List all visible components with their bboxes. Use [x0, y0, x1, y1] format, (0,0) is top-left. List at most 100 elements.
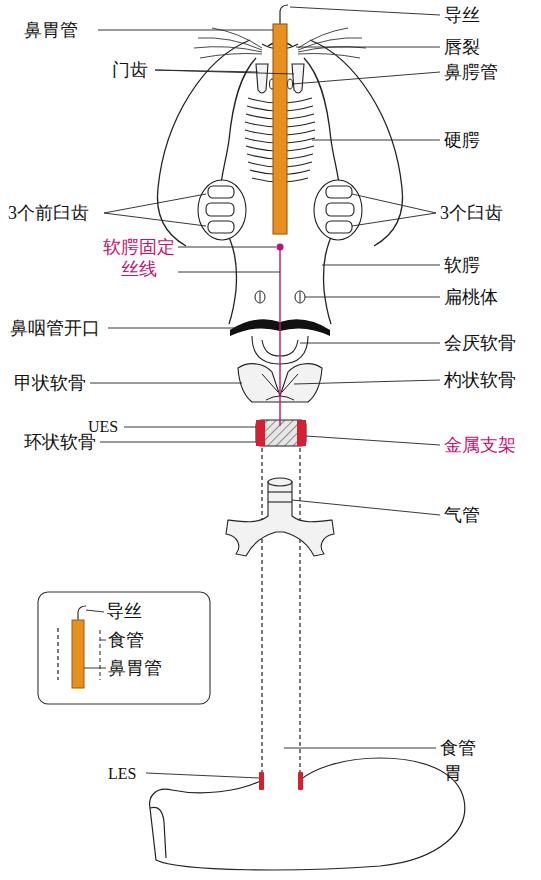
part-label: 导丝 [444, 4, 480, 26]
leader-lines-shape [300, 343, 440, 344]
leader-lines-shape [100, 442, 256, 443]
molars-shape [208, 186, 234, 198]
legend-box-shape [100, 630, 101, 680]
whiskers-shape [194, 47, 262, 52]
leader-lines-shape [296, 47, 440, 48]
whiskers-shape [212, 28, 262, 48]
les-marks-shape [298, 772, 303, 790]
leader-lines-shape [306, 436, 440, 445]
esophagus-outline-shape [261, 448, 262, 772]
nasogastric-tube-shape [280, 5, 288, 26]
molars-shape [326, 221, 352, 233]
part-label: 会厌软骨 [444, 332, 516, 354]
part-label: 软腭固定 丝线 [100, 236, 178, 280]
leader-lines-shape [178, 272, 280, 273]
legend-label: 导丝 [106, 600, 142, 622]
part-label: 硬腭 [444, 129, 480, 151]
leader-lines-shape [352, 213, 436, 226]
leader-lines-shape [98, 30, 273, 31]
part-label: 鼻胃管 [24, 19, 78, 41]
legend-box-shape [38, 592, 210, 704]
part-label: 气管 [444, 504, 480, 526]
palate-thread-shape [279, 247, 280, 426]
part-label: 环状软骨 [24, 431, 96, 453]
arytenoid-cartilage-shape [282, 374, 298, 392]
leader-lines-shape [292, 72, 440, 84]
leader-lines-shape [104, 194, 206, 213]
leader-lines-shape [146, 773, 259, 778]
leader-lines-shape [290, 7, 440, 15]
leader-lines-shape [104, 213, 206, 226]
leader-lines-shape [178, 247, 276, 248]
part-label: 杓状软骨 [444, 369, 516, 391]
cricoid-stent-shape [297, 420, 306, 446]
molars-shape [208, 221, 234, 233]
legend-box-shape [84, 668, 106, 669]
whiskers-shape [298, 28, 348, 48]
tonsils-shape [300, 292, 301, 302]
cricoid-stent-shape [256, 420, 306, 446]
legend-box-shape [86, 610, 104, 612]
trachea-shape [226, 482, 334, 556]
cricoid-stent [256, 420, 306, 446]
stomach-shape [150, 807, 166, 858]
leader-lines-shape [322, 265, 440, 266]
molars-shape [206, 203, 234, 216]
whiskers-shape [298, 54, 360, 59]
legend-box-shape [72, 620, 84, 688]
trachea-shape [268, 501, 292, 502]
part-label: 胃 [444, 762, 462, 784]
trachea-shape [268, 478, 292, 486]
leader-lines-shape [312, 140, 440, 141]
part-label: 3个前臼齿 [8, 202, 89, 224]
part-label: LES [108, 763, 136, 785]
whiskers-shape [200, 54, 262, 59]
leader-lines-shape [155, 70, 294, 74]
part-label: 鼻腭管 [444, 61, 498, 83]
part-label: 唇裂 [444, 36, 480, 58]
part-label: 甲状软骨 [14, 372, 86, 394]
molars-shape [326, 203, 354, 216]
les-marks [259, 772, 303, 790]
legend-box [38, 592, 210, 704]
part-label: 软腭 [444, 254, 480, 276]
cricoid-stent-shape [256, 420, 265, 446]
head-outline-shape [310, 40, 403, 246]
trachea [226, 478, 334, 556]
whiskers-shape [298, 47, 366, 52]
part-label: 鼻咽管开口 [10, 317, 100, 339]
legend-box-shape [57, 628, 58, 680]
leader-lines-shape [294, 380, 440, 384]
molars-shape [198, 180, 246, 240]
trachea-shape [268, 491, 292, 492]
legend-label: 食管 [108, 629, 144, 651]
tonsils-shape [260, 292, 261, 302]
leader-lines-shape [90, 383, 242, 384]
molars-shape [326, 186, 352, 198]
incisors-shape [256, 64, 268, 93]
part-label: 门齿 [112, 59, 148, 81]
molars-shape [314, 180, 362, 240]
stomach [150, 758, 465, 870]
leader-lines-shape [305, 297, 440, 298]
leader-lines-shape [284, 748, 436, 749]
legend-label: 鼻胃管 [108, 657, 162, 679]
part-label: 食管 [440, 737, 476, 759]
nasopalatine-duct-shape [288, 79, 293, 89]
incisors-shape [292, 64, 304, 93]
leader-lines [90, 7, 440, 778]
part-label: 3个臼齿 [440, 202, 503, 224]
tonsils-shape [255, 291, 265, 303]
palate-thread [277, 244, 284, 427]
legend-box-shape [100, 640, 106, 641]
les-marks-shape [259, 772, 264, 790]
leader-lines-shape [124, 427, 256, 428]
whiskers-shape [298, 38, 362, 50]
nasogastric-tube-shape [273, 24, 287, 234]
nasogastric-tube [273, 5, 288, 234]
stomach-shape [150, 758, 465, 870]
leader-lines-shape [292, 500, 440, 515]
arytenoid-cartilage-shape [262, 374, 278, 392]
esophagus-outline-shape [299, 448, 300, 772]
